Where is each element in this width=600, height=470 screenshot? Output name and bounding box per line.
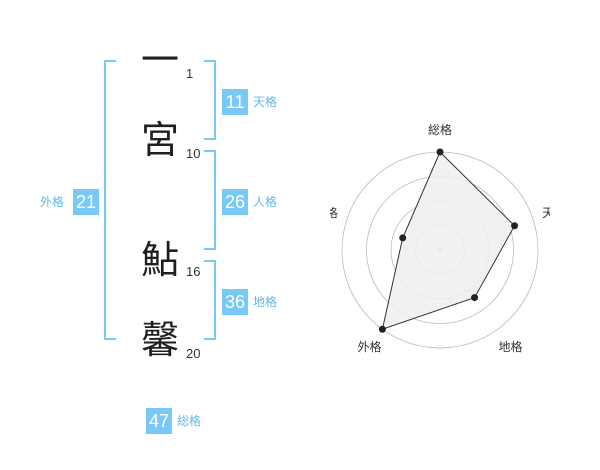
stroke-count-1: 1 (186, 66, 194, 81)
radar-point-4 (378, 325, 386, 333)
fortune-radar-chart: 総格天格地格 外格 人格 (330, 122, 550, 354)
gaikaku-value: 21 (73, 189, 99, 215)
gaikaku-bracket (104, 60, 116, 340)
radar-point-2 (511, 222, 519, 230)
stroke-count-3: 16 (186, 264, 201, 279)
jinkaku-bracket (204, 150, 216, 250)
radar-axis-label-4: 外格 (357, 339, 381, 354)
soukaku-label: 総格 (177, 414, 202, 428)
tenkaku-value: 11 (222, 89, 248, 115)
radar-point-3 (471, 294, 479, 302)
radar-shape (381, 151, 516, 331)
jinkaku-value: 26 (222, 189, 248, 215)
chikaku-label: 地格 (253, 295, 278, 309)
name-char-2: 宮 (140, 118, 179, 162)
name-char-3: 鮎 (140, 238, 179, 282)
chikaku-bracket (204, 260, 216, 340)
radar-axis-label-2: 天格 (542, 205, 550, 220)
radar-axis-label-3: 地格 (499, 339, 523, 354)
tenkaku-bracket (204, 60, 216, 140)
name-char-1: 一 (140, 38, 179, 82)
name-char-4: 馨 (140, 318, 179, 362)
chikaku-value: 36 (222, 289, 248, 315)
radar-point-1 (436, 148, 444, 156)
jinkaku-label: 人格 (253, 195, 278, 209)
stroke-count-4: 20 (186, 346, 201, 361)
gaikaku-label: 外格 (40, 195, 65, 209)
radar-axis-label-1: 総格 (428, 122, 452, 137)
stroke-count-2: 10 (186, 146, 201, 161)
radar-point-5 (399, 234, 407, 242)
tenkaku-label: 天格 (253, 95, 278, 109)
radar-axis-label-5: 人格 (330, 205, 338, 220)
soukaku-value: 47 (146, 408, 172, 434)
